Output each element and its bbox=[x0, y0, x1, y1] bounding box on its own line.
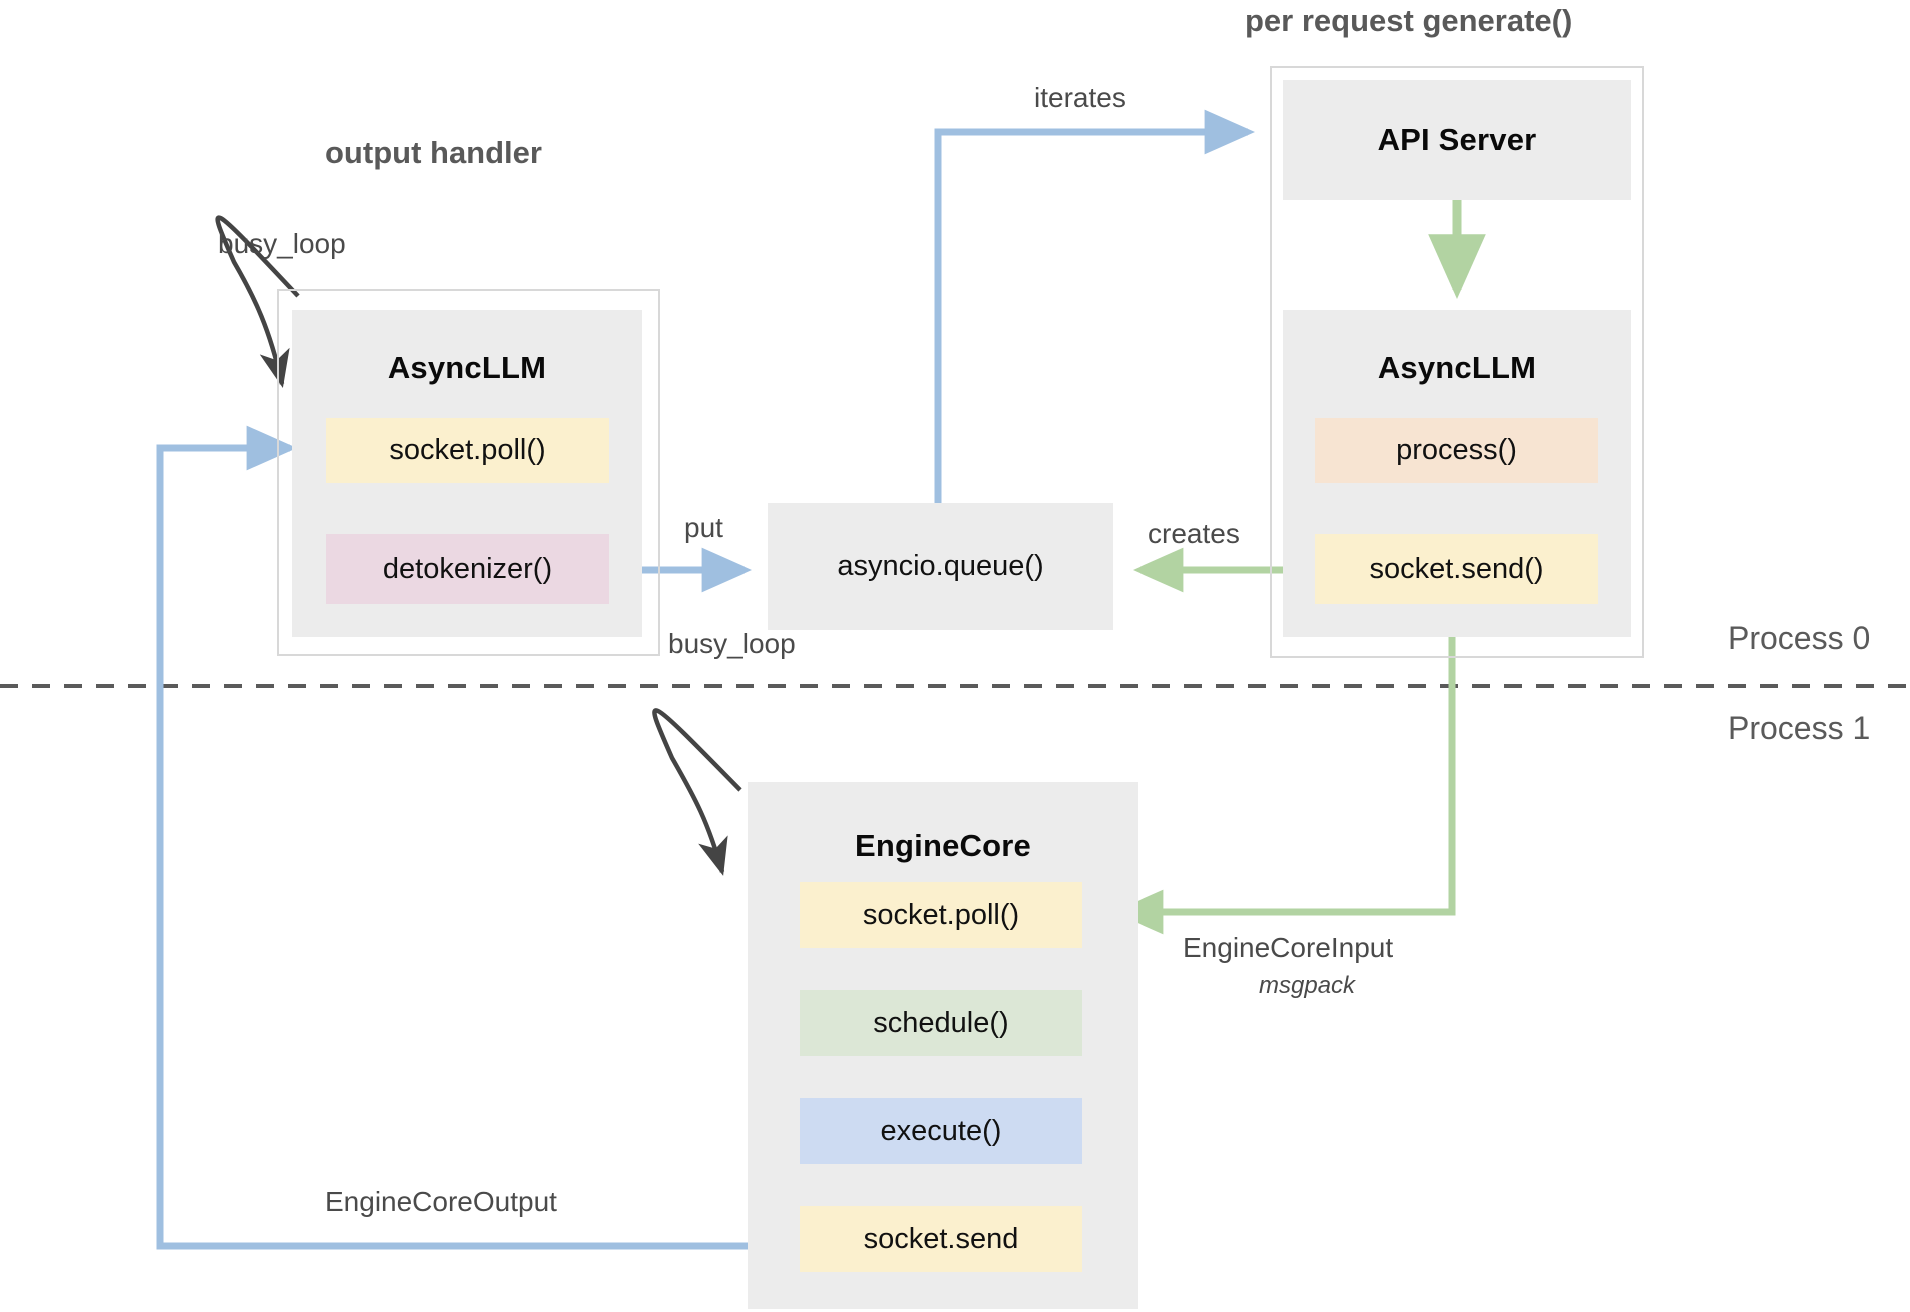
edge-label-busy-loop-output-handler: busy_loop bbox=[218, 228, 346, 259]
asyncio-queue-label: asyncio.queue() bbox=[837, 550, 1044, 582]
queue-to-api-server-arrow bbox=[934, 109, 1256, 507]
chip-socket-poll-output-handler[interactable]: socket.poll() bbox=[326, 418, 609, 483]
asyncllm-panel-left-title: AsyncLLM bbox=[387, 350, 547, 385]
section-title-output-handler: output handler bbox=[325, 135, 542, 170]
process-label-bottom: Process 1 bbox=[1728, 710, 1871, 746]
edge-label-busy-loop-engine-core: busy_loop bbox=[668, 628, 796, 659]
section-title-per-request-generate: per request generate() bbox=[1245, 3, 1573, 38]
edge-label-engine-core-input: EngineCoreInput bbox=[1183, 932, 1394, 963]
chip-socket-send-engine-core[interactable]: socket.send bbox=[800, 1206, 1082, 1272]
asyncllm-panel-right-title: AsyncLLM bbox=[1377, 350, 1537, 385]
edge-label-creates: creates bbox=[1148, 518, 1240, 549]
api-server-panel-title: API Server bbox=[1377, 122, 1537, 157]
output-handler-group bbox=[277, 289, 660, 656]
chip-execute[interactable]: execute() bbox=[800, 1098, 1082, 1164]
per-request-generate-group bbox=[1270, 66, 1644, 658]
chip-process[interactable]: process() bbox=[1315, 418, 1598, 483]
busy-loop-engine-core-arrow bbox=[652, 708, 742, 876]
chip-schedule[interactable]: schedule() bbox=[800, 990, 1082, 1056]
process-label-top: Process 0 bbox=[1728, 620, 1871, 656]
api-server-panel: API Server bbox=[1283, 80, 1631, 200]
asyncio-queue-node[interactable]: asyncio.queue() bbox=[768, 503, 1113, 630]
edge-label-iterates: iterates bbox=[1034, 82, 1126, 113]
edge-label-engine-core-output: EngineCoreOutput bbox=[325, 1186, 557, 1217]
chip-socket-poll-engine-core[interactable]: socket.poll() bbox=[800, 882, 1082, 948]
edge-label-put: put bbox=[684, 512, 723, 543]
chip-detokenizer[interactable]: detokenizer() bbox=[326, 534, 609, 604]
engine-core-panel-title: EngineCore bbox=[855, 828, 1031, 863]
chip-socket-send-asyncllm[interactable]: socket.send() bbox=[1315, 534, 1598, 604]
edge-label-msgpack: msgpack bbox=[1259, 972, 1356, 999]
